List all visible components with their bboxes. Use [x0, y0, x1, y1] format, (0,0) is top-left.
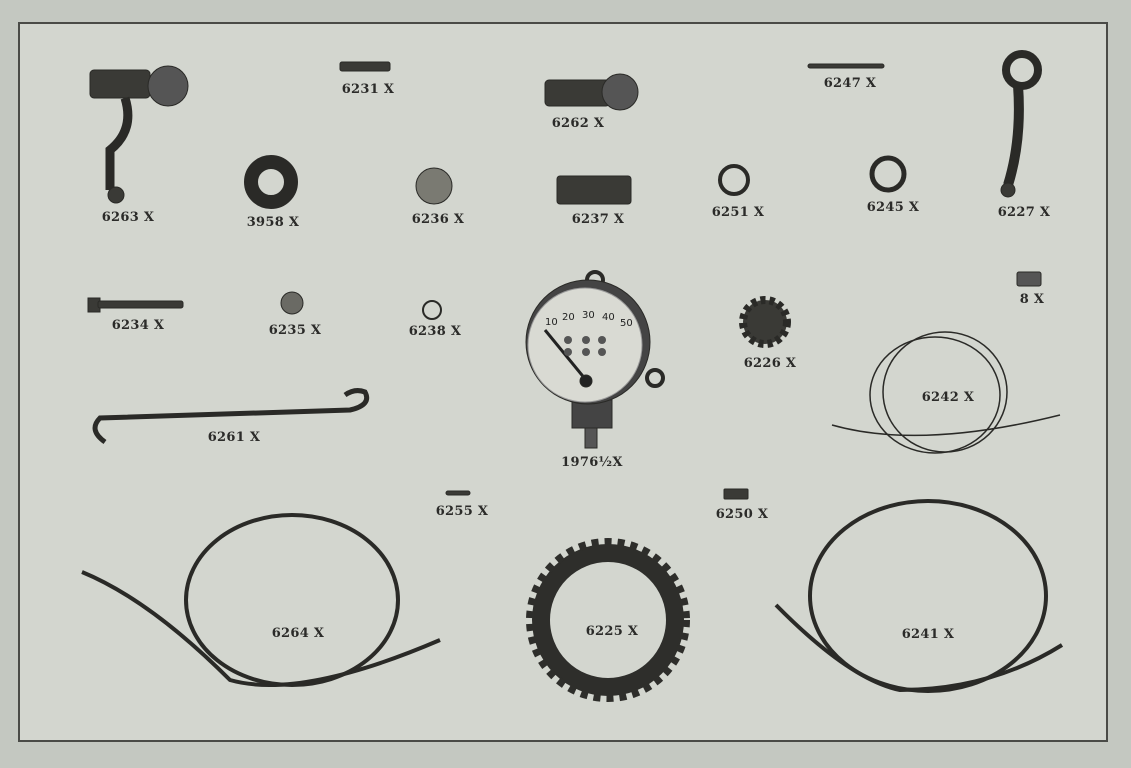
part-6227-image [1000, 50, 1042, 198]
label-6261: 6261 X [207, 430, 261, 445]
label-6227: 6227 X [997, 205, 1051, 220]
label-6231: 6231 X [341, 82, 395, 97]
part-6234-image [87, 297, 184, 313]
label-6251: 6251 X [711, 205, 765, 220]
label-6236: 6236 X [411, 212, 465, 227]
label-6235: 6235 X [268, 323, 322, 338]
label-6225: 6225 X [585, 624, 639, 639]
label-3958: 3958 X [246, 215, 300, 230]
dial-10: 10 [545, 317, 558, 328]
label-6242: 6242 X [921, 390, 975, 405]
label-6250: 6250 X [715, 507, 769, 522]
part-6238-image [422, 300, 442, 320]
part-3958-image [244, 155, 298, 209]
part-6263-image [89, 65, 189, 204]
part-6242-image [831, 331, 1061, 454]
part-6261-image [92, 388, 370, 445]
part-6225-image [532, 544, 684, 696]
label-6226: 6226 X [743, 356, 797, 371]
part-6231-image [339, 61, 391, 72]
part-6226-image [739, 296, 791, 348]
part-6250-image [723, 488, 749, 500]
label-6245: 6245 X [866, 200, 920, 215]
label-6241: 6241 X [901, 627, 955, 642]
label-6255: 6255 X [435, 504, 489, 519]
label-6237: 6237 X [571, 212, 625, 227]
part-8-image [1016, 271, 1042, 287]
part-6236-image [415, 167, 453, 205]
dial-50: 50 [620, 318, 633, 329]
part-6247-image [807, 63, 885, 69]
part-6251-image [718, 164, 750, 196]
dial-20: 20 [562, 312, 575, 323]
part-6225-teeth [526, 538, 690, 702]
dial-30: 30 [582, 310, 595, 321]
label-6234: 6234 X [111, 318, 165, 333]
label-6264: 6264 X [271, 626, 325, 641]
label-6262: 6262 X [551, 116, 605, 131]
label-1976: 1976½X [561, 455, 623, 470]
part-6264-image [81, 513, 441, 687]
part-6237-image [556, 175, 632, 205]
label-8: 8 X [1019, 292, 1045, 307]
part-6262-image [544, 73, 639, 111]
label-6247: 6247 X [823, 76, 877, 91]
dial-40: 40 [602, 312, 615, 323]
label-6238: 6238 X [408, 324, 462, 339]
part-6255-image [445, 490, 471, 496]
part-6245-image [869, 155, 907, 193]
part-6241-image [774, 499, 1064, 693]
label-6263: 6263 X [101, 210, 155, 225]
part-6235-image [280, 291, 304, 315]
part-1976-speedometer-image: 10 20 30 40 50 [525, 270, 665, 449]
